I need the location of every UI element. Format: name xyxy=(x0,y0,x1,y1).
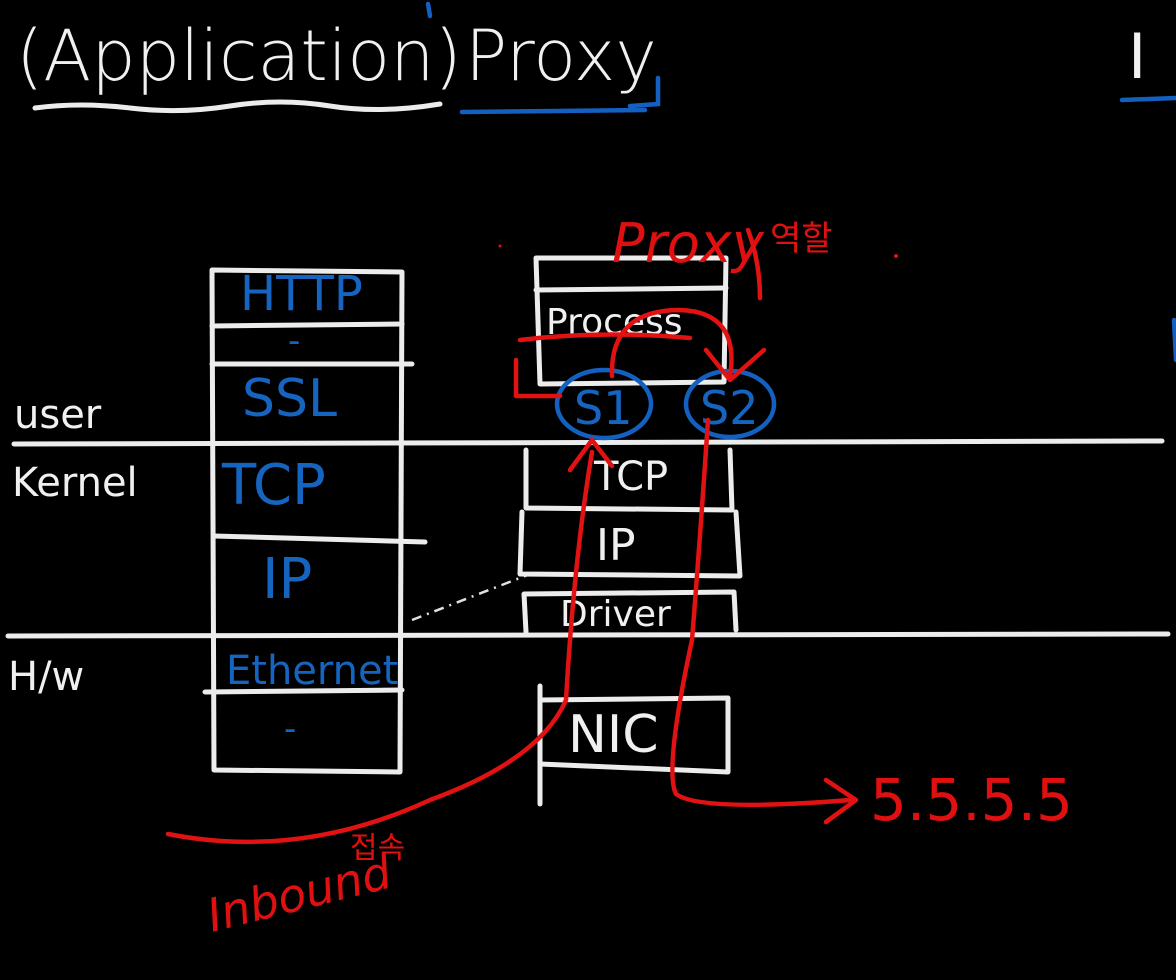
left-row-ethernet: Ethernet xyxy=(226,648,398,694)
left-protocol-stack: HTTP - SSL TCP IP Ethernet - xyxy=(202,266,428,775)
left-row-divider xyxy=(209,321,405,329)
nic-label: NIC xyxy=(568,705,659,765)
stack-connector-dashed xyxy=(411,572,531,622)
inbound-path xyxy=(165,449,595,845)
title-main-underline xyxy=(459,107,648,115)
tcp-box xyxy=(523,447,735,513)
left-stack-frame xyxy=(209,267,405,775)
title-prefix: (Application) xyxy=(16,15,462,97)
red-corner-bracket xyxy=(513,357,563,399)
outbound-path xyxy=(670,417,853,808)
socket-s1: S1 xyxy=(554,367,654,441)
cropped-underline xyxy=(1119,95,1176,103)
driver-label: Driver xyxy=(560,594,671,635)
process-red-underline xyxy=(517,332,693,343)
cropped-letter: I xyxy=(1128,20,1146,93)
stray-dot xyxy=(894,254,898,258)
left-row-divider xyxy=(211,533,428,545)
outbound-flow: 5.5.5.5 xyxy=(670,417,1073,834)
inbound-arrowhead xyxy=(567,437,615,473)
left-row-ip: IP xyxy=(262,547,312,612)
tcp-label: TCP xyxy=(593,454,668,500)
left-row-blank-1: - xyxy=(288,321,300,361)
proxy-role-annotation: Proxy 역할 xyxy=(513,212,833,399)
process-box xyxy=(533,255,729,387)
left-row-blank-2: - xyxy=(284,709,296,749)
title-bracket xyxy=(627,75,661,109)
right-host-stack: Process TCP IP Driver NIC xyxy=(517,255,743,807)
kernel-hw-boundary xyxy=(5,631,1171,639)
outbound-arrowhead xyxy=(823,777,859,825)
layer-label-hw: H/w xyxy=(8,654,84,700)
left-row-ssl: SSL xyxy=(242,369,337,429)
driver-box xyxy=(521,589,739,635)
left-row-divider xyxy=(202,687,405,695)
stray-dot xyxy=(498,244,502,248)
layer-label-kernel: Kernel xyxy=(12,460,138,506)
nic-box xyxy=(537,695,731,775)
destination-ip: 5.5.5.5 xyxy=(870,766,1073,834)
s1-to-s2-loop xyxy=(609,307,734,379)
proxy-role-kr: 역할 xyxy=(770,219,833,259)
socket-s1-circle xyxy=(554,367,654,441)
layer-label-user: user xyxy=(14,392,102,438)
proxy-role-tail xyxy=(745,227,763,301)
ip-box xyxy=(517,509,743,579)
proxy-role-label: Proxy xyxy=(612,212,765,275)
title-main: Proxy xyxy=(465,15,657,97)
title-tick xyxy=(425,1,433,19)
title-underline xyxy=(32,99,443,114)
process-divider xyxy=(533,285,729,293)
socket-s1-label: S1 xyxy=(574,381,632,435)
ip-label: IP xyxy=(596,520,636,571)
s1-to-s2-arrowhead xyxy=(703,347,767,383)
left-row-tcp: TCP xyxy=(221,453,326,518)
title-group: (Application) Proxy I xyxy=(16,1,1176,115)
left-row-http: HTTP xyxy=(240,266,363,322)
inbound-kr: 접속 xyxy=(350,831,405,866)
